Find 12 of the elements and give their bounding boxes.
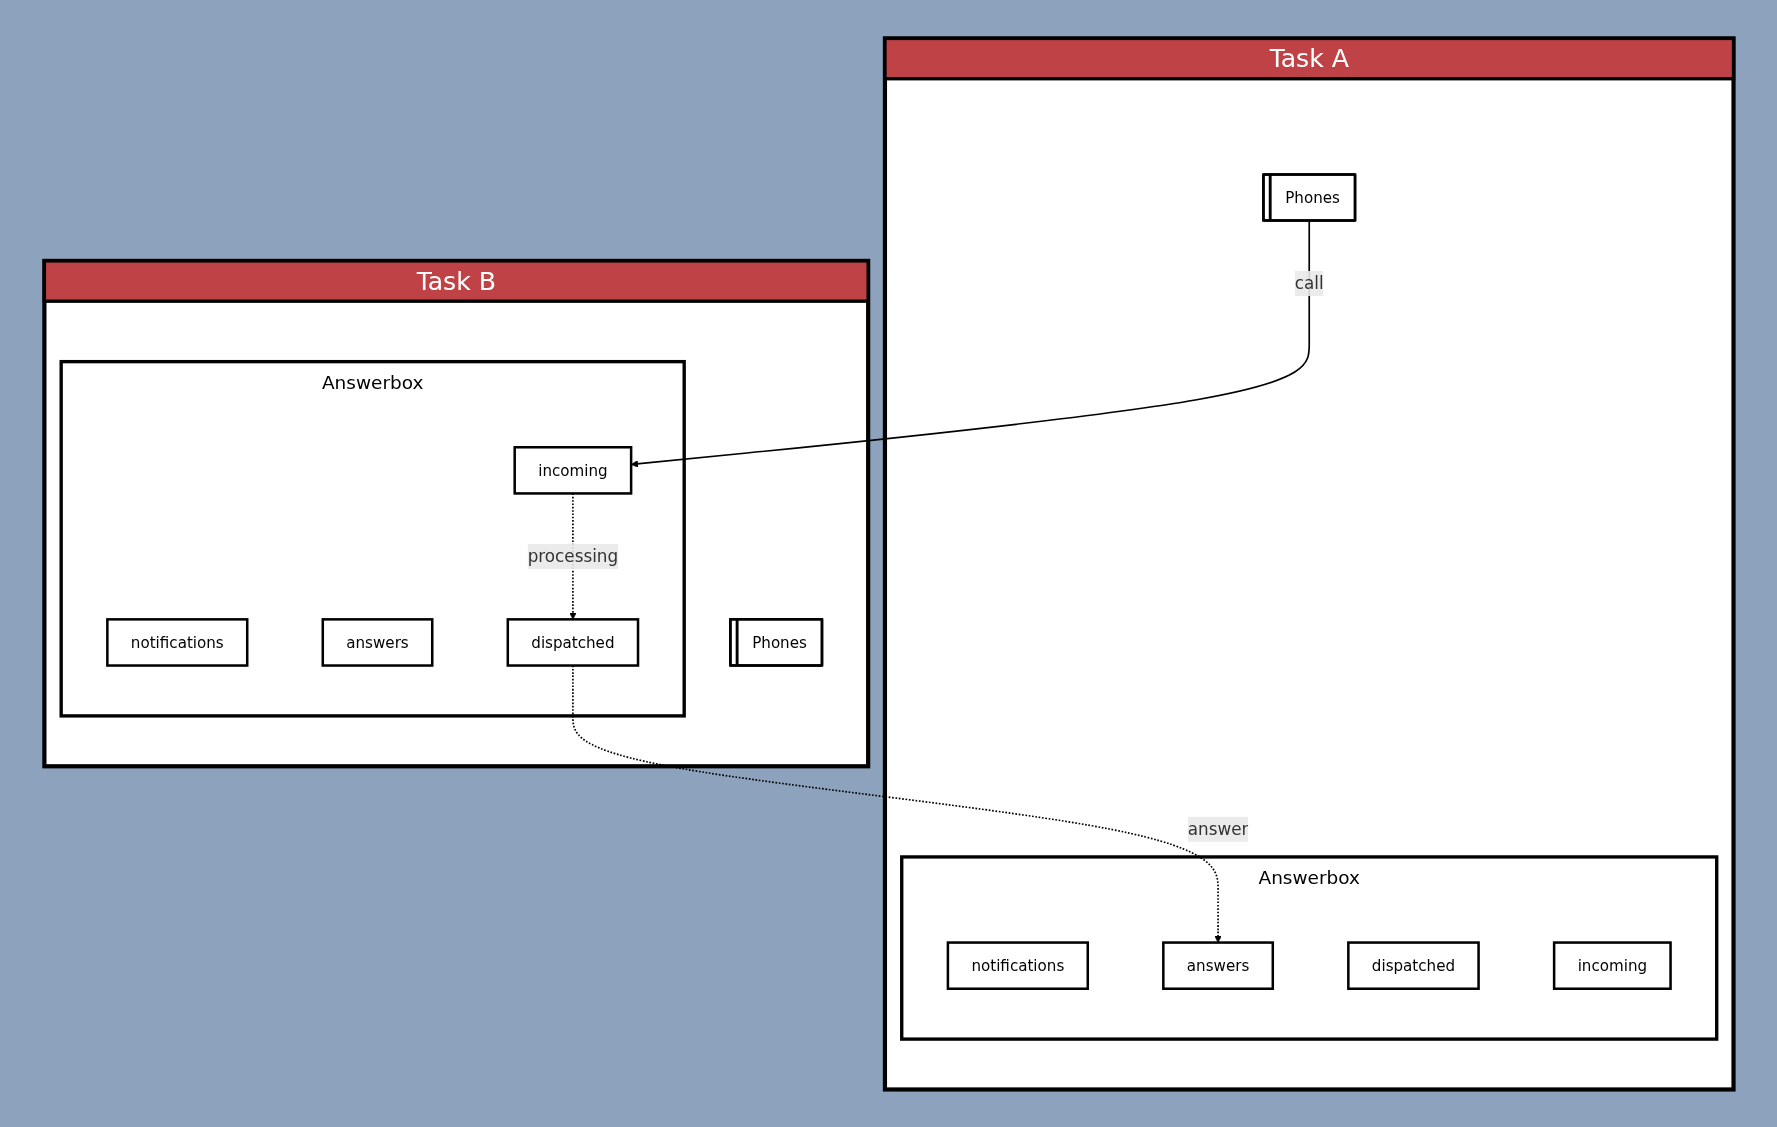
- node-box: notifications: [105, 617, 249, 667]
- edge-label: answer: [1187, 818, 1248, 839]
- node-box: incoming: [1552, 940, 1672, 990]
- node-box: incoming: [513, 445, 632, 495]
- node-box: dispatched: [506, 617, 639, 667]
- node-box: notifications: [946, 940, 1089, 990]
- node-box: answers: [1161, 940, 1274, 990]
- arrow: [630, 219, 1310, 468]
- node-box: dispatched: [1346, 940, 1480, 990]
- edge-label: call: [1294, 273, 1324, 294]
- edge-label: processing: [527, 545, 618, 567]
- node-box: answers: [321, 617, 434, 667]
